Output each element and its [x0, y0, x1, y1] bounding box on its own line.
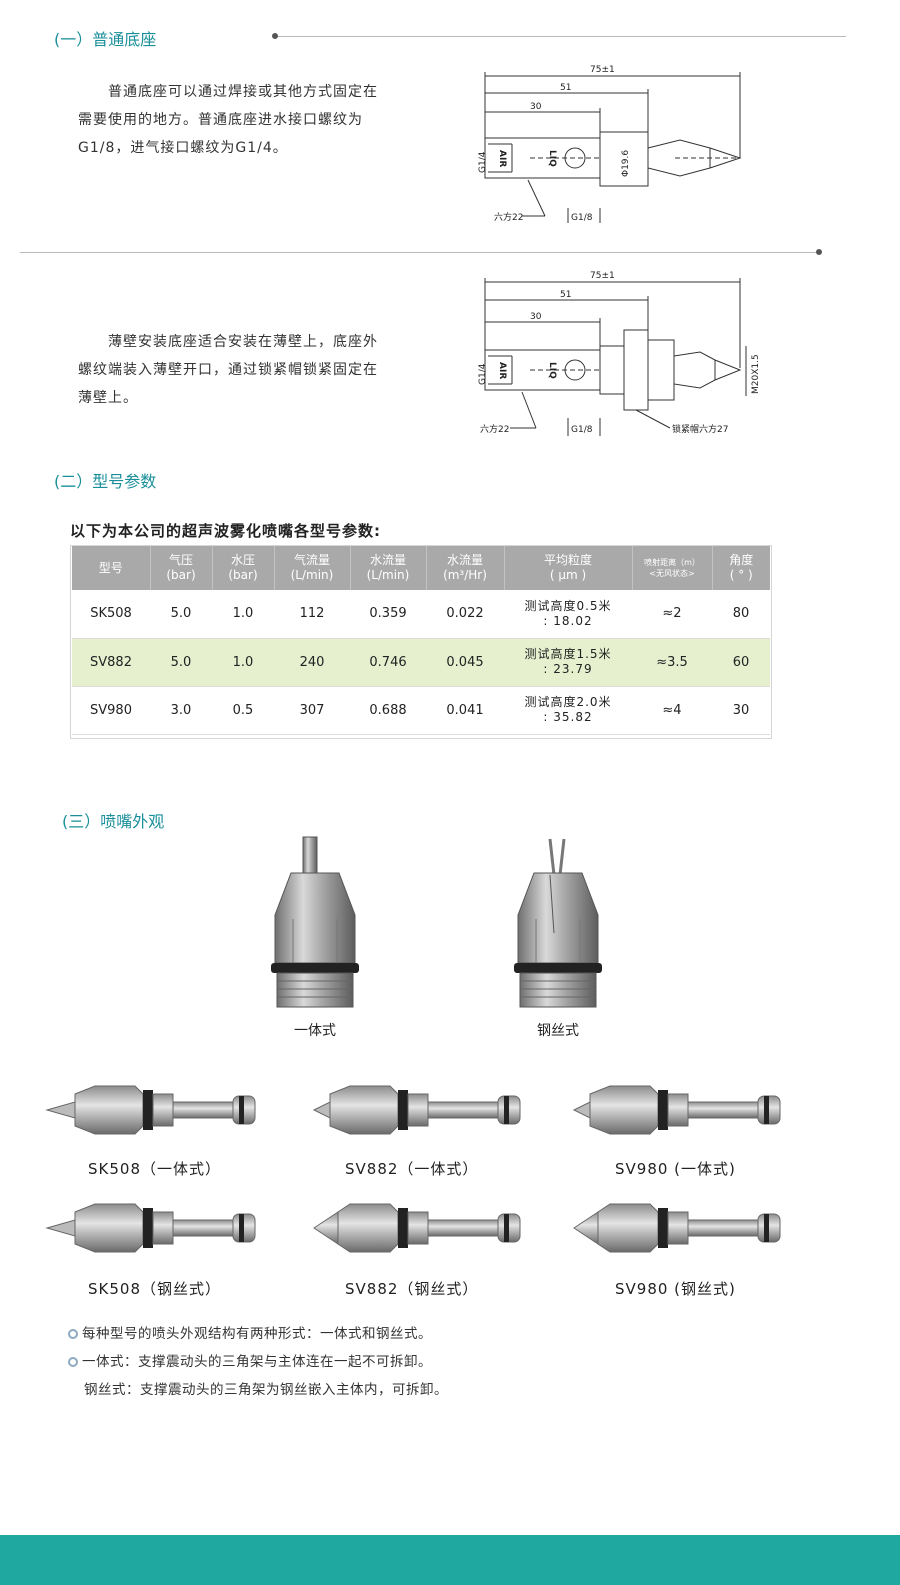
cell-angle: 80 — [712, 590, 770, 639]
col-header: 角度( ° ) — [712, 546, 770, 590]
nozzle-caption: SK508（一体式） — [88, 1160, 221, 1178]
cell-air: 3.0 — [150, 686, 212, 735]
nozzle-sk508-wire-image — [45, 1198, 260, 1258]
cell-water-flow: 0.746 — [350, 638, 426, 687]
cell-air-flow: 112 — [274, 590, 350, 639]
label-left: G1/4 — [478, 151, 488, 173]
divider — [20, 252, 820, 253]
dim-short: 30 — [530, 312, 542, 322]
section-title-appearance: (三）喷嘴外观 — [62, 812, 165, 831]
col-header: 型号 — [72, 546, 151, 590]
nozzle-sv980-wire-image — [570, 1198, 785, 1258]
label-air: AIR — [497, 150, 507, 167]
label-air: AIR — [497, 362, 507, 379]
tip-wire-caption: 钢丝式 — [537, 1023, 579, 1039]
note-item: 每种型号的喷头外观结构有两种形式：一体式和钢丝式。 — [68, 1322, 432, 1342]
dim-total: 75±1 — [590, 65, 615, 75]
cell-water: 1.0 — [212, 638, 274, 687]
section-title-params: (二）型号参数 — [54, 472, 157, 491]
nozzle-sv882-wire-image — [310, 1198, 525, 1258]
cell-water-m3: 0.041 — [426, 686, 504, 735]
col-header: 平均粒度( μm ) — [504, 546, 633, 590]
label-thread: M20X1.5 — [751, 354, 761, 394]
cell-water-m3: 0.022 — [426, 590, 504, 639]
cell-model: SK508 — [72, 590, 150, 639]
tip-wire-image — [498, 835, 618, 1015]
cell-water-m3: 0.045 — [426, 638, 504, 687]
note-item: 钢丝式：支撑震动头的三角架为钢丝嵌入主体内，可拆卸。 — [84, 1382, 448, 1398]
cell-water: 0.5 — [212, 686, 274, 735]
label-left: G1/4 — [478, 363, 488, 385]
label-dia: Φ19.6 — [621, 150, 631, 177]
cell-angle: 30 — [712, 686, 770, 735]
dim-mid: 51 — [560, 83, 571, 93]
label-hex: 六方22 — [480, 423, 509, 435]
params-table: 型号 气压(bar) 水压(bar) 气流量(L/min) 水流量(L/min)… — [72, 546, 770, 735]
cell-size: 测试高度2.0米: 35.82 — [504, 686, 632, 735]
base-description: 普通底座可以通过焊接或其他方式固定在需要使用的地方。普通底座进水接口螺纹为G1/… — [78, 84, 378, 156]
cell-air: 5.0 — [150, 590, 212, 639]
note-item: 一体式：支撑震动头的三角架与主体连在一起不可拆卸。 — [68, 1350, 432, 1370]
cell-air: 5.0 — [150, 638, 212, 687]
label-hex: 六方22 — [494, 211, 523, 223]
label-bottom: G1/8 — [571, 425, 593, 435]
cell-distance: ≈3.5 — [632, 638, 712, 687]
dim-short: 30 — [530, 102, 542, 112]
table-heading: 以下为本公司的超声波雾化喷嘴各型号参数: — [70, 522, 382, 540]
divider-dot — [816, 249, 822, 255]
tip-integral-caption: 一体式 — [294, 1023, 336, 1039]
dim-total: 75±1 — [590, 271, 615, 281]
col-header: 水压(bar) — [212, 546, 275, 590]
cell-air-flow: 307 — [274, 686, 350, 735]
footer-bar — [0, 1535, 900, 1585]
nozzle-caption: SV980 (一体式) — [615, 1160, 736, 1178]
col-header: 气压(bar) — [150, 546, 213, 590]
nozzle-sk508-integral-image — [45, 1080, 260, 1140]
label-bottom: G1/8 — [571, 213, 593, 223]
nozzle-sv980-integral-image — [570, 1080, 785, 1140]
cell-model: SV882 — [72, 638, 150, 687]
divider — [276, 36, 846, 37]
label-liq: LIQ — [547, 362, 557, 379]
label-liq: LIQ — [547, 150, 557, 167]
table-row: SV980 3.0 0.5 307 0.688 0.041 测试高度2.0米: … — [72, 686, 770, 735]
cell-distance: ≈4 — [632, 686, 712, 735]
nozzle-sv882-integral-image — [310, 1080, 525, 1140]
divider-dot — [272, 33, 278, 39]
cell-water-flow: 0.688 — [350, 686, 426, 735]
cell-size: 测试高度0.5米: 18.02 — [504, 590, 632, 639]
cell-model: SV980 — [72, 686, 150, 735]
tip-integral-image — [255, 835, 375, 1015]
thin-wall-drawing: 75±1 51 30 G1/4 AIR LIQ M20X1.5 六方22 G1/… — [450, 268, 770, 448]
cell-air-flow: 240 — [274, 638, 350, 687]
base-drawing: 75±1 51 30 G1/4 AIR LIQ Φ19.6 六方22 G1/8 — [450, 58, 760, 228]
col-header: 喷射距离（m）<无风状态> — [632, 546, 713, 590]
cell-angle: 60 — [712, 638, 770, 687]
thin-wall-description: 薄壁安装底座适合安装在薄壁上，底座外螺纹端装入薄壁开口，通过锁紧帽锁紧固定在薄壁… — [78, 334, 378, 406]
cell-distance: ≈2 — [632, 590, 712, 639]
nozzle-caption: SV882（钢丝式） — [345, 1280, 479, 1298]
label-lock: 锁紧帽六方27 — [672, 423, 728, 435]
col-header: 水流量(L/min) — [350, 546, 427, 590]
section-title-base: (一）普通底座 — [54, 30, 157, 49]
table-row: SV882 5.0 1.0 240 0.746 0.045 测试高度1.5米: … — [72, 638, 770, 687]
cell-water: 1.0 — [212, 590, 274, 639]
nozzle-caption: SV882（一体式） — [345, 1160, 479, 1178]
nozzle-caption: SV980 (钢丝式) — [615, 1280, 736, 1298]
col-header: 气流量(L/min) — [274, 546, 351, 590]
cell-water-flow: 0.359 — [350, 590, 426, 639]
col-header: 水流量(m³/Hr) — [426, 546, 505, 590]
nozzle-caption: SK508（钢丝式） — [88, 1280, 221, 1298]
cell-size: 测试高度1.5米: 23.79 — [504, 638, 632, 687]
circle-bullet-icon — [68, 1357, 78, 1367]
table-header-row: 型号 气压(bar) 水压(bar) 气流量(L/min) 水流量(L/min)… — [72, 546, 770, 590]
circle-bullet-icon — [68, 1329, 78, 1339]
table-row: SK508 5.0 1.0 112 0.359 0.022 测试高度0.5米: … — [72, 590, 770, 639]
dim-mid: 51 — [560, 290, 571, 300]
